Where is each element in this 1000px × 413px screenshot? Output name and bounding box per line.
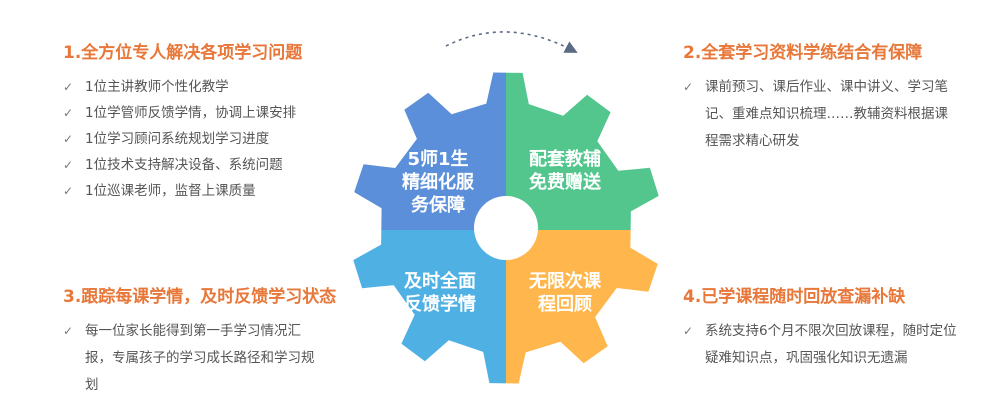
panel-title: 4.已学课程随时回放查漏补缺 [683, 287, 906, 307]
panel-paragraph: ✓ 课前预习、课后作业、课中讲义、学习笔记、重难点知识梳理……教辅资料根据课程需… [683, 74, 983, 155]
list-item: ✓ 1位巡课老师，监督上课质量 [63, 178, 363, 204]
checkmark-icon: ✓ [683, 80, 694, 94]
list-item: ✓ 1位学习顾问系统规划学习进度 [63, 126, 363, 152]
gear-quadrant-bottom-right [506, 230, 659, 384]
feature-panel-3: 3.跟踪每课学情，及时反馈学习状态 ✓ 每一位家长能得到第一手学习情况汇报，专属… [63, 286, 373, 399]
panel-paragraph: ✓ 系统支持6个月不限次回放课程，随时定位疑难知识点，巩固强化知识无遗漏 [683, 318, 983, 372]
list-item-text: 1位学管师反馈学情，协调上课安排 [85, 105, 297, 121]
checkmark-icon: ✓ [63, 80, 74, 94]
gear-label-line: 务保障 [411, 195, 465, 216]
panel-text: 系统支持6个月不限次回放课程，随时定位疑难知识点，巩固强化知识无遗漏 [705, 323, 957, 366]
panel-text: 课前预习、课后作业、课中讲义、学习笔记、重难点知识梳理……教辅资料根据课程需求精… [705, 79, 948, 149]
checkmark-icon: ✓ [63, 184, 74, 198]
list-item: ✓ 1位技术支持解决设备、系统问题 [63, 152, 363, 178]
list-item-text: 1位巡课老师，监督上课质量 [85, 183, 256, 199]
checkmark-icon: ✓ [63, 158, 74, 172]
checkmark-icon: ✓ [683, 324, 694, 338]
list-item: ✓ 1位主讲教师个性化教学 [63, 74, 363, 100]
gear-label-top-left: 5师1生 精细化服 务保障 [388, 148, 488, 217]
panel-paragraph: ✓ 每一位家长能得到第一手学习情况汇报，专属孩子的学习成长路径和学习规划 [63, 318, 373, 399]
curved-dotted-arrow-icon [445, 31, 578, 53]
gear-hub [474, 196, 538, 260]
list-item-text: 1位主讲教师个性化教学 [85, 79, 229, 95]
panel-title: 2.全套学习资料学练结合有保障 [683, 43, 923, 63]
gear-label-bottom-left: 及时全面 反馈学情 [390, 270, 490, 316]
gear-label-line: 无限次课 [529, 271, 601, 292]
checkmark-icon: ✓ [63, 324, 74, 338]
panel-title: 3.跟踪每课学情，及时反馈学习状态 [63, 287, 337, 307]
gear-label-line: 精细化服 [402, 172, 474, 193]
checkmark-icon: ✓ [63, 106, 74, 120]
gear-label-top-right: 配套教辅 免费赠送 [515, 148, 615, 194]
gear-label-line: 及时全面 [404, 271, 476, 292]
gear-label-line: 反馈学情 [404, 294, 476, 315]
panel-title: 1.全方位专人解决各项学习问题 [63, 43, 303, 63]
gear-quadrant-top-right [506, 72, 659, 230]
gear-label-line: 配套教辅 [529, 149, 601, 170]
gear-label-bottom-right: 无限次课 程回顾 [515, 270, 615, 316]
gear-label-line: 免费赠送 [529, 172, 601, 193]
feature-panel-2: 2.全套学习资料学练结合有保障 ✓ 课前预习、课后作业、课中讲义、学习笔记、重难… [683, 42, 983, 155]
gear-label-line: 程回顾 [538, 294, 592, 315]
list-item-text: 1位学习顾问系统规划学习进度 [85, 131, 270, 147]
gear-label-line: 5师1生 [407, 149, 469, 170]
list-item: ✓ 1位学管师反馈学情，协调上课安排 [63, 100, 363, 126]
feature-panel-1: 1.全方位专人解决各项学习问题 ✓ 1位主讲教师个性化教学 ✓ 1位学管师反馈学… [63, 42, 363, 204]
feature-panel-4: 4.已学课程随时回放查漏补缺 ✓ 系统支持6个月不限次回放课程，随时定位疑难知识… [683, 286, 983, 372]
checkmark-icon: ✓ [63, 132, 74, 146]
list-item-text: 1位技术支持解决设备、系统问题 [85, 157, 283, 173]
panel-text: 每一位家长能得到第一手学习情况汇报，专属孩子的学习成长路径和学习规划 [85, 323, 315, 393]
